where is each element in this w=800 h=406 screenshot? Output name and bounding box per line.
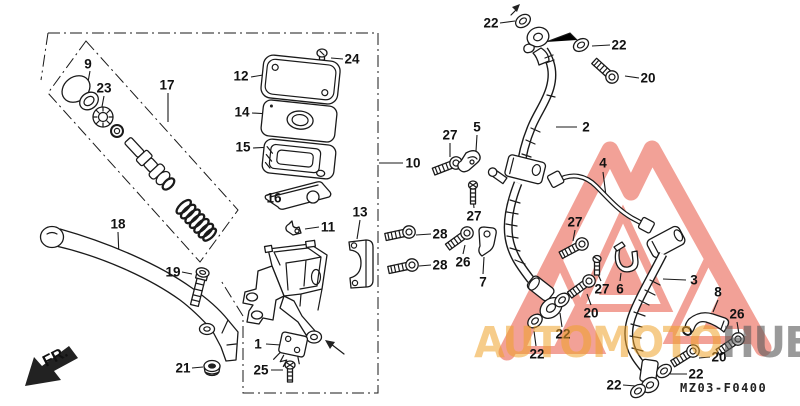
part-callout-17[interactable]: 17 [159,77,175,93]
part-callout-1[interactable]: 1 [254,336,262,352]
part-callout-23[interactable]: 23 [96,80,112,96]
part-callout-19[interactable]: 19 [165,264,181,280]
part-callout-26[interactable]: 26 [729,306,745,322]
part-8-hose-stay [681,312,730,336]
part-27-screw [467,180,479,205]
part-2-joint-stub [487,167,508,185]
part-callout-22[interactable]: 22 [688,366,704,382]
part-spring [175,198,218,242]
install-direction-arrow [325,340,345,355]
part-callout-27[interactable]: 27 [466,208,482,224]
part-20-banjo-bolt [589,55,622,87]
part-18-brake-lever [39,225,239,362]
part-callout-24[interactable]: 24 [344,51,360,67]
part-seal-washer [110,124,124,138]
part-4-brake-pipe [546,170,655,234]
part-11-clip [285,220,302,236]
part-28-bolt [386,256,421,277]
part-10-master-cylinder-body [242,239,328,344]
part-2-banjo-eye [523,26,550,54]
part-callout-28[interactable]: 28 [432,226,448,242]
part-28-bolt [383,223,418,244]
part-9-boot [61,75,99,111]
part-callout-27[interactable]: 27 [567,214,583,230]
part-12-reservoir-cap [260,54,341,105]
part-callout-15[interactable]: 15 [235,139,251,155]
part-piston [124,137,176,191]
diagram-code: MZ03-F0400 [680,381,768,395]
part-callout-27[interactable]: 27 [594,281,610,297]
part-23-circlip [92,106,114,128]
part-callout-3[interactable]: 3 [690,272,698,288]
part-callout-5[interactable]: 5 [473,119,481,135]
part-callout-25[interactable]: 25 [253,362,269,378]
part-callout-9[interactable]: 9 [84,56,92,72]
part-callout-22[interactable]: 22 [611,37,627,53]
part-callout-7[interactable]: 7 [479,274,487,290]
part-callout-20[interactable]: 20 [640,70,656,86]
part-13-clamp [348,239,374,289]
part-callout-12[interactable]: 12 [233,68,249,84]
part-26-bolt [443,223,477,253]
part-14-diaphragm-plate [260,99,338,143]
leader-lines [85,20,740,387]
direction-arrow-small [510,4,520,16]
fr-arrow [25,346,78,386]
part-22-washer [512,11,534,31]
part-1-brake-switch [273,331,309,368]
diagram-border [40,32,379,394]
part-15-diaphragm [261,138,337,180]
part-callout-4[interactable]: 4 [599,155,607,171]
part-2-joint [504,154,547,185]
part-callout-22[interactable]: 22 [529,346,545,362]
part-27-screw-2 [592,254,602,276]
part-21-pivot-nut [203,359,221,377]
part-callout-18[interactable]: 18 [110,216,126,232]
part-callout-26[interactable]: 26 [455,254,471,270]
part-2-brake-hose-upper [515,47,557,173]
part-callout-22[interactable]: 22 [483,15,499,31]
part-2-elbow-fitting [526,275,555,302]
part-callout-20[interactable]: 20 [583,305,599,321]
part-25-screw [284,360,296,383]
part-3-hose-fitting [646,225,686,259]
fr-direction-label: FR. [40,344,71,371]
part-5-hose-clamp [457,150,481,173]
part-2-brake-hose-lower [503,181,535,283]
part-callout-16[interactable]: 16 [266,190,282,206]
part-callout-6[interactable]: 6 [616,281,624,297]
part-6-clamp-hook [613,241,639,273]
part-7-bracket [478,226,497,257]
part-callout-14[interactable]: 14 [234,104,250,120]
part-19-pivot-bolt [189,267,210,308]
part-callout-28[interactable]: 28 [432,257,448,273]
part-callout-13[interactable]: 13 [352,204,368,220]
part-20-banjo-bolt [668,341,703,370]
part-callout-21[interactable]: 21 [175,360,191,376]
part-callout-22[interactable]: 22 [555,326,571,342]
part-3-brake-hose [624,251,668,374]
part-callout-10[interactable]: 10 [405,155,421,171]
part-callout-2[interactable]: 2 [582,119,590,135]
part-callout-20[interactable]: 20 [711,349,727,365]
part-callout-8[interactable]: 8 [714,284,722,300]
part-callout-22[interactable]: 22 [606,377,622,393]
part-callout-27[interactable]: 27 [442,127,458,143]
part-16-plate [264,181,332,210]
part-callout-11[interactable]: 11 [320,219,336,235]
